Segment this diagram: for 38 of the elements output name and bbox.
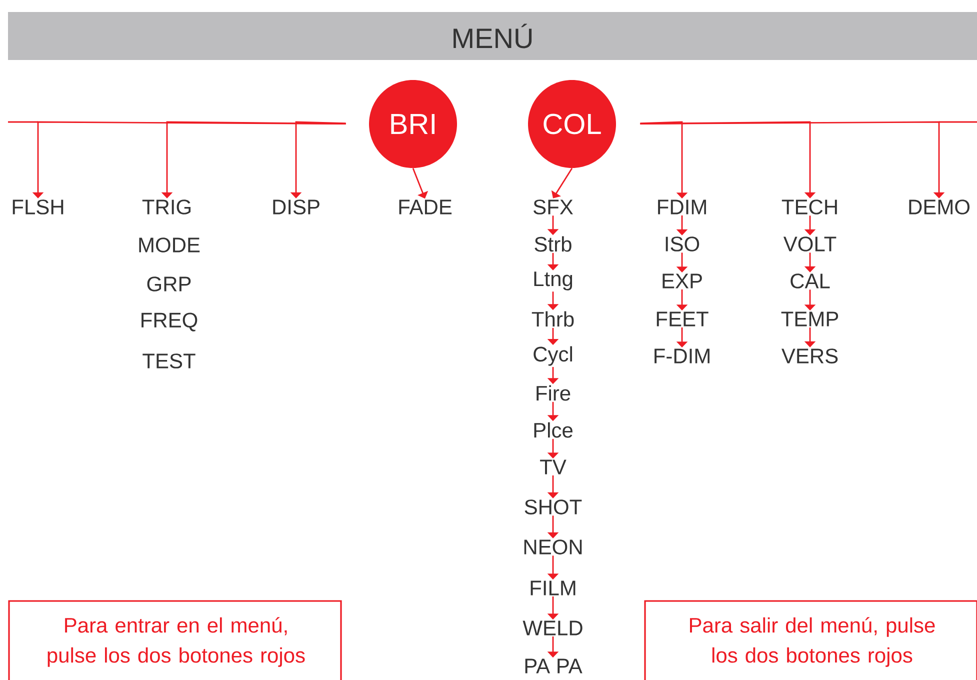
menu-item: TECH — [782, 200, 837, 214]
menu-item: Cycl — [534, 346, 572, 366]
title-band: MENÚ — [8, 12, 977, 60]
menu-item: Ltng — [534, 272, 572, 290]
menu-item: TV — [540, 460, 566, 474]
menu-item: FADE — [399, 200, 452, 214]
menu-item: ISO — [666, 236, 700, 252]
menu-item: FDIM — [658, 200, 706, 214]
menu-item: Strb — [534, 236, 572, 252]
menu-item: FEET — [656, 312, 708, 326]
menu-item: VERS — [782, 348, 838, 364]
menu-item: PA PA — [525, 658, 582, 674]
menu-item: DEMO — [909, 200, 970, 214]
menu-button: BRI — [369, 80, 457, 168]
note-box: Para salir del menú, pulse los dos botones rojos — [644, 600, 977, 680]
menu-item: TEMP — [781, 312, 838, 326]
menu-item: NEON — [524, 540, 582, 554]
menu-item: EXP — [662, 274, 702, 288]
menu-item: VOLT — [783, 236, 836, 252]
menu-item: FLSH — [12, 200, 64, 214]
menu-item: WELD — [522, 620, 582, 636]
menu-button: COL — [528, 80, 616, 168]
menu-item: F-DIM — [654, 348, 710, 364]
menu-item: Plce — [534, 422, 572, 438]
submenu-label: FREQ — [142, 312, 198, 332]
menu-item: DISP — [273, 200, 320, 214]
menu-item: FILM — [530, 580, 576, 596]
menu-item: TRIG — [142, 200, 190, 214]
submenu-label: TEST — [142, 354, 196, 368]
menu-item: CAL — [790, 274, 830, 288]
submenu-label: MODE — [139, 238, 200, 252]
submenu-label: GRP — [147, 276, 191, 292]
note-box: Para entrar en el menú, pulse los dos botones rojos — [8, 600, 342, 680]
menu-arrow — [640, 121, 945, 198]
menu-item: SFX — [534, 200, 573, 214]
menu-item: Fire — [536, 385, 570, 401]
menu-item: SHOT — [524, 500, 582, 514]
menu-item: Thrb — [532, 311, 574, 327]
